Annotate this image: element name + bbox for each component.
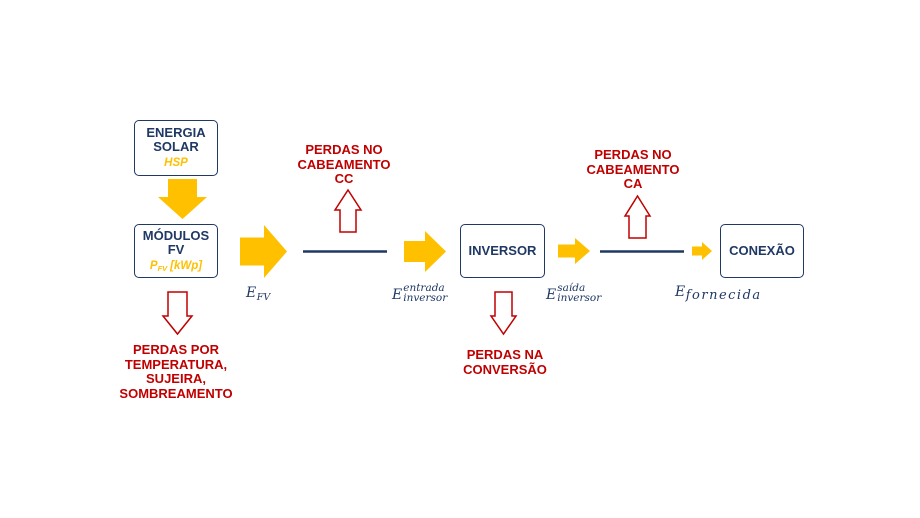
loss-label-conversao-line-2: CONVERSÃO	[463, 361, 547, 377]
loss-label-modulos-line-1: PERDAS POR	[133, 342, 219, 357]
node-energia-solar-title-line-2: SOLAR	[153, 139, 199, 154]
energy-label-e-entrada-inversor-subscript: inversor	[403, 292, 448, 304]
node-modulos-fv-variable-base: P	[149, 260, 158, 272]
loss-label-cabeamento-cc-line-3: CC	[334, 171, 354, 186]
arrow-to-conexao	[692, 242, 712, 260]
loss-label-conversao-line-1: PERDAS NA	[466, 347, 544, 362]
node-conexao-title: CONEXÃO	[729, 243, 795, 258]
arrow-solar-to-modulos	[158, 179, 207, 219]
arrow-to-inversor	[404, 231, 446, 272]
node-modulos-fv: MÓDULOS FV PFV[kWp]	[134, 224, 218, 278]
loss-label-cabeamento-cc-line-1: PERDAS NO	[305, 142, 383, 157]
loss-label-cabeamento-ca-line-1: PERDAS NO	[594, 147, 672, 162]
energy-label-e-fornecida: Efornecida	[675, 285, 762, 302]
node-modulos-fv-variable-subscript: FV	[157, 264, 168, 273]
energy-label-e-fv-subscript: FV	[256, 292, 271, 303]
energy-label-e-fv-base: E	[246, 285, 257, 301]
loss-label-cabeamento-cc: PERDAS NO CABEAMENTO CC	[284, 142, 404, 187]
loss-label-conversao: PERDAS NA CONVERSÃO	[445, 347, 565, 377]
node-energia-solar-title-line-1: ENERGIA	[146, 125, 206, 140]
energy-label-e-fv: EFV	[246, 286, 270, 303]
energy-label-e-entrada-inversor-superscript: entrada	[403, 282, 445, 294]
arrow-modulos-output	[240, 225, 287, 278]
node-energia-solar-variable: HSP	[164, 157, 188, 169]
arrow-inversor-output	[558, 238, 590, 264]
node-inversor-title: INVERSOR	[468, 243, 537, 258]
loss-arrow-conversao	[489, 291, 518, 336]
loss-label-modulos-line-4: SOMBREAMENTO	[119, 385, 233, 401]
loss-arrow-modulos	[161, 291, 194, 336]
node-modulos-fv-variable-unit: [kWp]	[170, 260, 203, 272]
node-modulos-fv-title-line-1: MÓDULOS	[142, 228, 210, 243]
loss-label-cabeamento-cc-line-2: CABEAMENTO	[297, 156, 391, 172]
node-modulos-fv-title-line-2: FV	[167, 242, 185, 257]
node-modulos-fv-variable: PFV[kWp]	[150, 260, 202, 273]
energy-label-e-saida-inversor-base: E	[546, 287, 557, 303]
energy-label-e-fornecida-subscript: fornecida	[685, 288, 762, 303]
node-inversor: INVERSOR	[460, 224, 545, 278]
energy-label-e-entrada-inversor-base: E	[392, 287, 403, 303]
loss-label-modulos-line-2: TEMPERATURA,	[124, 356, 228, 372]
loss-label-modulos: PERDAS POR TEMPERATURA, SUJEIRA, SOMBREA…	[96, 342, 256, 401]
loss-label-cabeamento-ca-line-2: CABEAMENTO	[586, 161, 680, 177]
energy-label-e-fornecida-base: E	[675, 284, 686, 300]
loss-label-cabeamento-ca-line-3: CA	[623, 176, 643, 191]
node-conexao: CONEXÃO	[720, 224, 804, 278]
node-energia-solar: ENERGIA SOLAR HSP	[134, 120, 218, 176]
loss-arrow-cabeamento-cc	[333, 188, 363, 233]
loss-label-modulos-line-3: SUJEIRA,	[146, 371, 206, 386]
loss-label-cabeamento-ca: PERDAS NO CABEAMENTO CA	[573, 147, 693, 192]
loss-arrow-cabeamento-ca	[623, 194, 652, 239]
energy-label-e-saida-inversor-subscript: inversor	[557, 292, 602, 304]
energy-label-e-saida-inversor-superscript: saída	[557, 282, 586, 294]
